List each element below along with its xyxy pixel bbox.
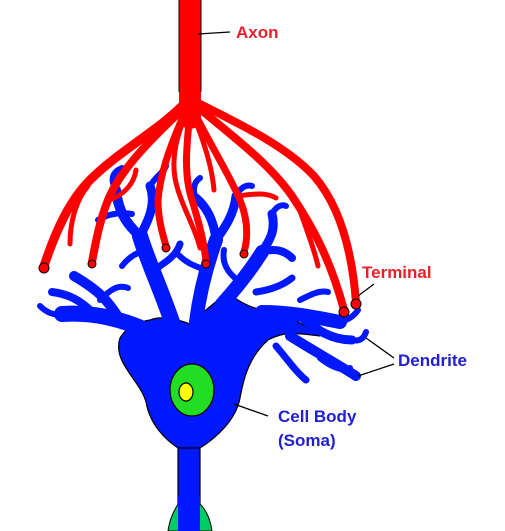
dendrite-pointer-upper [365,337,395,359]
axon-pointer [197,31,231,35]
neuron-body-group [37,163,369,531]
soma-label: (Soma) [278,431,336,450]
axon-terminals [38,243,362,318]
axon-label: Axon [236,23,279,42]
dendrite-label: Dendrite [398,351,467,370]
terminal-label: Terminal [362,263,432,282]
cell-body [118,291,321,449]
pointer-lines [197,31,395,417]
cell-body-label: Cell Body [278,407,357,426]
nucleolus [178,382,194,402]
cell-body-pointer [233,403,269,417]
dendrites [37,163,369,384]
dendrite-pointer-lower [357,363,395,377]
terminal-pointer [357,283,375,297]
axon-group [39,0,360,314]
